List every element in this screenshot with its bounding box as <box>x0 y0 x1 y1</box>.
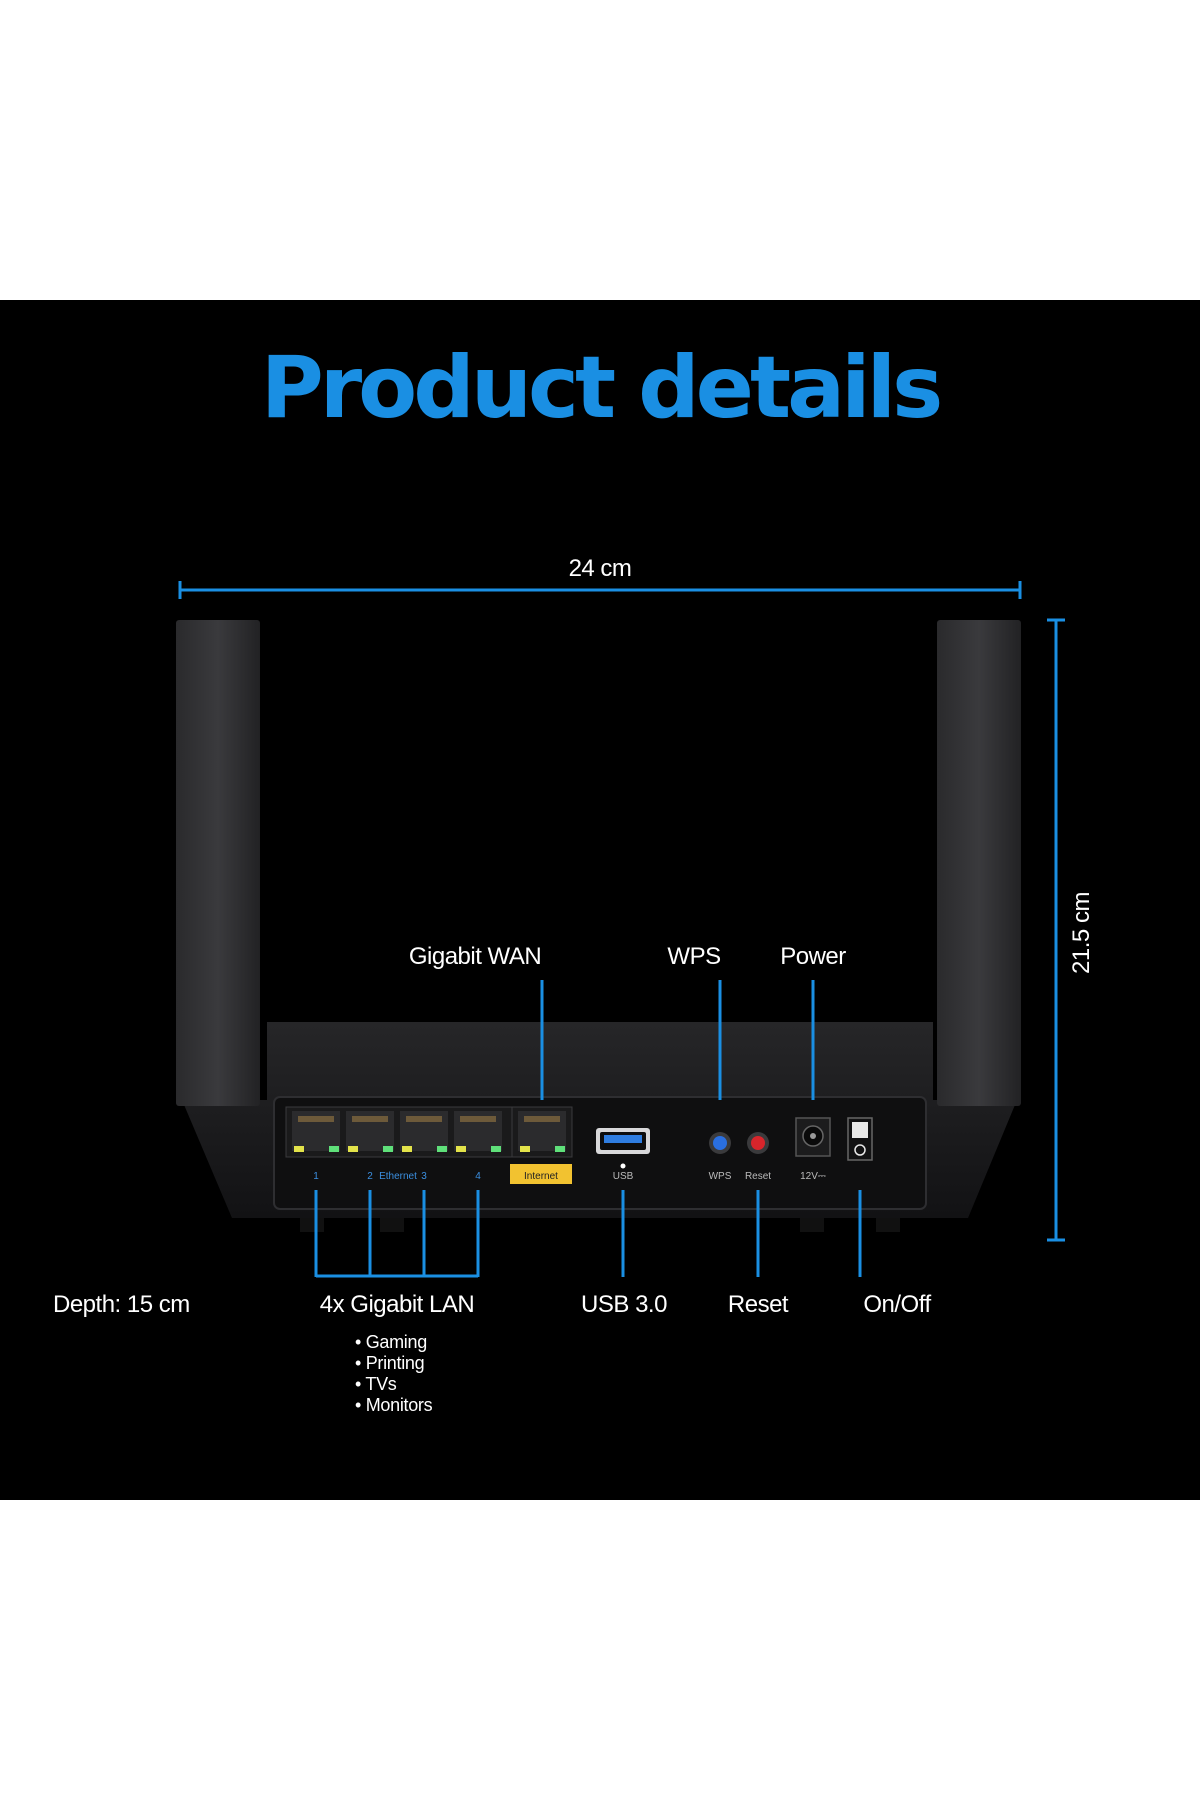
reset-button-icon: Reset <box>745 1132 771 1182</box>
lan-uses-list: Gaming Printing TVs Monitors <box>355 1332 432 1416</box>
callout-gigabit-wan: Gigabit WAN <box>408 943 542 970</box>
right-antenna <box>937 620 1021 1106</box>
callout-power: Power <box>780 943 846 970</box>
port-label-1: 1 <box>313 1171 319 1182</box>
wps-button-icon: WPS <box>709 1132 732 1182</box>
page-title: Product details <box>260 338 944 438</box>
port-label-usb: USB <box>613 1171 634 1182</box>
width-label: 24 cm <box>568 555 632 582</box>
height-label: 21.5 cm <box>1068 892 1095 974</box>
port-label-wps: WPS <box>709 1171 732 1182</box>
port-label-2: 2 <box>367 1171 373 1182</box>
height-dimension-line <box>1047 618 1065 1242</box>
callout-gigabit-lan: 4x Gigabit LAN <box>319 1291 475 1318</box>
usb-port-icon: USB <box>596 1128 650 1182</box>
list-item: Monitors <box>355 1395 433 1416</box>
port-label-ethernet: Ethernet <box>379 1171 417 1182</box>
ethernet-ports: 1 2 Ethernet 3 4 Internet <box>285 1106 573 1184</box>
list-item: Printing <box>355 1353 432 1374</box>
ethernet-port-icon <box>292 1111 340 1152</box>
port-label-4: 4 <box>475 1171 481 1182</box>
ethernet-port-icon <box>454 1111 502 1152</box>
port-label-power: 12V⎓ <box>800 1171 826 1182</box>
port-label-reset: Reset <box>745 1171 771 1182</box>
list-item: Gaming <box>355 1332 432 1353</box>
power-switch-icon <box>847 1117 873 1161</box>
wan-port-icon <box>518 1111 566 1152</box>
callout-on-off: On/Off <box>863 1291 931 1318</box>
callout-usb: USB 3.0 <box>581 1291 667 1318</box>
callout-wps: WPS <box>667 943 721 970</box>
power-jack-icon: 12V⎓ <box>795 1117 831 1182</box>
callout-lines <box>314 980 862 1278</box>
ethernet-port-icon <box>400 1111 448 1152</box>
width-dimension-line <box>178 581 1022 599</box>
depth-label: Depth: 15 cm <box>53 1291 190 1318</box>
port-label-3: 3 <box>421 1171 427 1182</box>
port-label-internet: Internet <box>524 1171 558 1182</box>
list-item: TVs <box>355 1374 432 1395</box>
internet-label-badge <box>510 1164 572 1184</box>
ethernet-port-icon <box>346 1111 394 1152</box>
callout-reset: Reset <box>727 1291 789 1318</box>
left-antenna <box>176 620 260 1106</box>
